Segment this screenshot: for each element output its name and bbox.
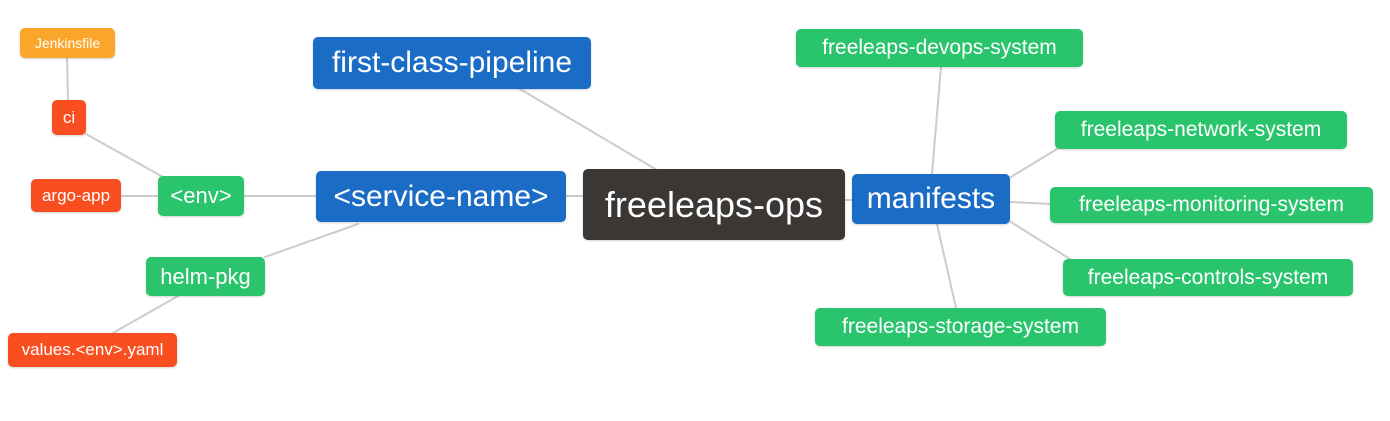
- node-jenkinsfile[interactable]: Jenkinsfile: [20, 28, 115, 58]
- node-freeleaps-storage-system[interactable]: freeleaps-storage-system: [815, 308, 1106, 346]
- edge-manifests-freeleaps-devops-system: [931, 66, 942, 175]
- node-values-env-yaml[interactable]: values.<env>.yaml: [8, 333, 177, 367]
- edge-values-env-yaml-helm-pkg: [112, 295, 179, 334]
- edge-ci-env: [85, 133, 164, 178]
- edge-manifests-freeleaps-network-system: [1010, 148, 1058, 178]
- node-freeleaps-ops[interactable]: freeleaps-ops: [583, 169, 845, 240]
- node-freeleaps-controls-system[interactable]: freeleaps-controls-system: [1063, 259, 1353, 296]
- node-ci[interactable]: ci: [52, 100, 86, 135]
- edge-manifests-freeleaps-monitoring-system: [1010, 201, 1051, 205]
- edge-helm-pkg-service-name: [264, 223, 359, 258]
- node-freeleaps-monitoring-system[interactable]: freeleaps-monitoring-system: [1050, 187, 1373, 223]
- edge-manifests-freeleaps-storage-system: [936, 223, 957, 309]
- node-first-class-pipeline[interactable]: first-class-pipeline: [313, 37, 591, 89]
- node-argo-app[interactable]: argo-app: [31, 179, 121, 212]
- edge-manifests-freeleaps-controls-system: [1010, 221, 1071, 260]
- edge-first-class-pipeline-freeleaps-ops: [519, 88, 658, 171]
- edge-jenkinsfile-ci: [66, 57, 69, 101]
- node-freeleaps-network-system[interactable]: freeleaps-network-system: [1055, 111, 1347, 149]
- node-env[interactable]: <env>: [158, 176, 244, 216]
- node-service-name[interactable]: <service-name>: [316, 171, 566, 222]
- node-helm-pkg[interactable]: helm-pkg: [146, 257, 265, 296]
- node-manifests[interactable]: manifests: [852, 174, 1010, 224]
- node-freeleaps-devops-system[interactable]: freeleaps-devops-system: [796, 29, 1083, 67]
